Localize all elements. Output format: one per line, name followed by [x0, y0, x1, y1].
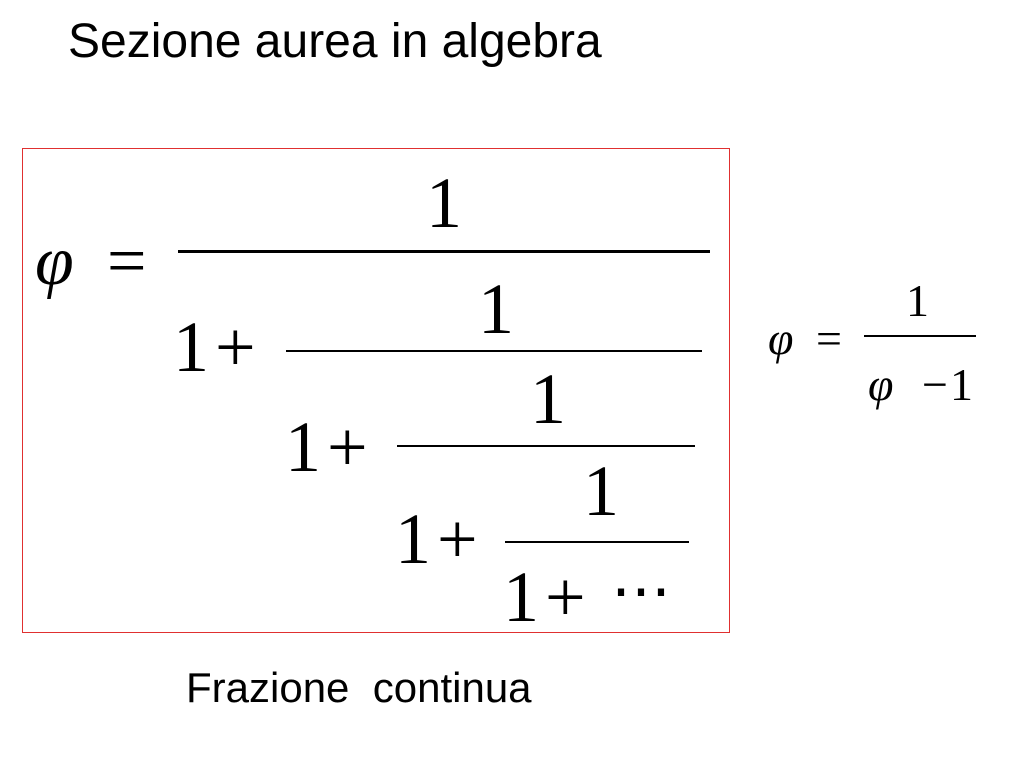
plus-level-2: + — [327, 407, 368, 487]
numerator-level-1: 1 — [478, 269, 514, 349]
fraction-bar-level-1 — [286, 350, 702, 352]
recurrence-minus: − — [922, 359, 948, 410]
caption: Frazione continua — [186, 664, 532, 711]
fraction-bar-level-0 — [178, 250, 710, 253]
recurrence-fraction-bar — [864, 335, 976, 337]
recurrence-equals: = — [816, 313, 842, 364]
continued-fraction-box: φ = 1 1 + 1 1 + 1 1 + 1 1 + ⋯ — [22, 148, 730, 633]
fraction-bar-level-2 — [397, 445, 695, 447]
phi-symbol: φ — [35, 223, 74, 300]
equals-sign: = — [107, 223, 147, 300]
recurrence-numerator: 1 — [906, 275, 929, 326]
numerator-level-2: 1 — [530, 359, 566, 439]
numerator-level-3: 1 — [583, 451, 619, 531]
slide-title: Sezione aurea in algebra — [68, 15, 602, 68]
one-level-1: 1 — [173, 307, 209, 387]
one-level-2: 1 — [285, 407, 321, 487]
recurrence-denominator-one: 1 — [950, 359, 973, 410]
recurrence-phi: φ — [768, 313, 794, 364]
plus-level-3: + — [437, 499, 478, 579]
numerator-level-0: 1 — [426, 163, 462, 243]
one-level-4: 1 — [503, 557, 539, 637]
one-level-3: 1 — [395, 499, 431, 579]
ellipsis: ⋯ — [611, 558, 671, 624]
plus-level-1: + — [215, 307, 256, 387]
fraction-bar-level-3 — [505, 541, 689, 543]
recurrence-denominator-phi: φ — [868, 359, 894, 410]
plus-level-4: + — [545, 557, 586, 637]
